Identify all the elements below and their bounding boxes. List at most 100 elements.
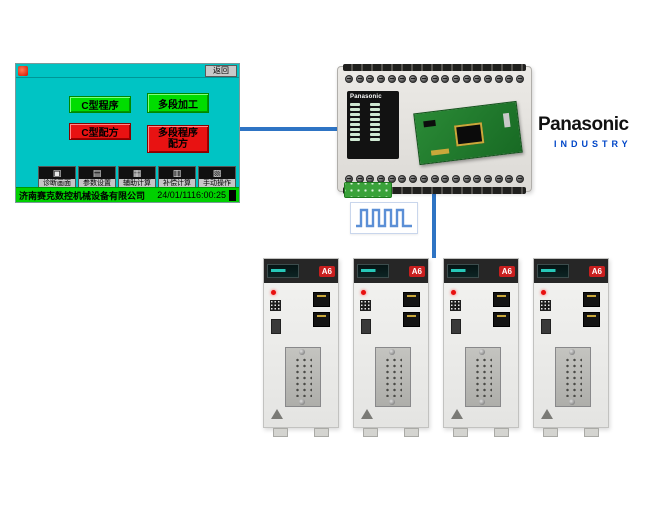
connector-screw <box>389 349 395 355</box>
company-name: 济南赛克数控机械设备有限公司 <box>19 190 146 201</box>
terminal-screw-icon <box>473 175 482 183</box>
indicator-led <box>370 138 380 141</box>
servo-series-badge: A6 <box>498 265 515 277</box>
hmi-to-plc-cable <box>240 127 338 131</box>
servo-qr-code <box>270 300 281 311</box>
servo-header: A6 <box>264 259 338 283</box>
servo-display <box>357 264 389 278</box>
connector-screw <box>299 349 305 355</box>
connector-screw <box>569 349 575 355</box>
diagnostic-screen-button[interactable]: ▣ 诊断画面 <box>38 166 76 190</box>
servo-rack: A6 A6 <box>263 258 615 444</box>
warning-triangle-icon <box>451 409 463 419</box>
terminal-screw-icon <box>473 75 482 83</box>
ethernet-port-icon <box>403 292 420 307</box>
servo-display <box>537 264 569 278</box>
compensation-calc-button[interactable]: ▥ 补偿计算 <box>158 166 196 190</box>
hmi-toolbar: ▣ 诊断画面 ▤ 参数设置 ▦ 辅助计算 ▥ 补偿计算 ▧ 手动操作 <box>38 166 236 190</box>
servo-usb-port <box>271 319 281 334</box>
pcb-component <box>423 119 436 128</box>
plc-terminal-row <box>345 175 524 183</box>
ethernet-port-icon <box>583 292 600 307</box>
terminal-screw-icon <box>494 75 503 83</box>
brand-name: Panasonic <box>538 114 629 135</box>
ethernet-port-icon <box>403 312 420 327</box>
manual-operation-icon: ▧ <box>199 167 235 179</box>
pulse-wave-icon <box>356 208 412 228</box>
terminal-screw-icon <box>516 175 524 183</box>
pcb-component <box>502 112 511 128</box>
servo-display <box>267 264 299 278</box>
terminal-screw-icon <box>398 75 407 83</box>
terminal-screw-icon <box>494 175 503 183</box>
terminal-screw-icon <box>387 75 396 83</box>
hmi-status-bar: 济南赛克数控机械设备有限公司 24/01/1116:00:25 <box>16 187 239 202</box>
brand-division: INDUSTRY <box>554 139 632 149</box>
terminal-screw-icon <box>483 75 492 83</box>
servo-usb-port <box>451 319 461 334</box>
terminal-screw-icon <box>462 175 471 183</box>
servo-mounting-feet <box>264 428 338 437</box>
plc-indicator-grid <box>350 103 384 141</box>
hmi-panel: 返回 C型程序 多段加工 C型配方 多段程序配方 ▣ 诊断画面 ▤ 参数设置 ▦… <box>15 63 240 203</box>
ethernet-port-icon <box>493 312 510 327</box>
mounting-foot <box>404 428 419 437</box>
plc-to-servo-cable <box>432 190 436 258</box>
servo-qr-code <box>540 300 551 311</box>
diagnostic-icon: ▣ <box>39 167 75 179</box>
servo-io-connector <box>465 347 501 407</box>
servo-usb-port <box>361 319 371 334</box>
warning-triangle-icon <box>541 409 553 419</box>
indicator-led <box>370 113 380 116</box>
hmi-titlebar: 返回 <box>16 64 239 78</box>
back-button[interactable]: 返回 <box>205 64 237 77</box>
mounting-foot <box>363 428 378 437</box>
plc-green-connector <box>344 182 392 198</box>
multi-segment-recipe-button[interactable]: 多段程序配方 <box>147 125 209 153</box>
indicator-led <box>370 103 380 106</box>
terminal-screw-icon <box>419 175 428 183</box>
terminal-screw-icon <box>483 175 492 183</box>
compensation-icon: ▥ <box>159 167 195 179</box>
calculator-icon: ▦ <box>119 167 155 179</box>
servo-display <box>447 264 479 278</box>
ethernet-port-icon <box>313 312 330 327</box>
indicator-led <box>350 123 360 126</box>
indicator-led <box>370 108 380 111</box>
terminal-screw-icon <box>451 175 460 183</box>
servo-drive: A6 <box>263 258 339 437</box>
parameter-settings-button[interactable]: ▤ 参数设置 <box>78 166 116 190</box>
servo-mounting-feet <box>534 428 608 437</box>
c-program-button[interactable]: C型程序 <box>69 96 131 113</box>
terminal-screw-icon <box>409 175 418 183</box>
indicator-led <box>350 103 360 106</box>
mounting-foot <box>314 428 329 437</box>
indicator-led <box>350 133 360 136</box>
c-recipe-button[interactable]: C型配方 <box>69 123 131 140</box>
terminal-screw-icon <box>516 75 524 83</box>
terminal-screw-icon <box>430 175 439 183</box>
connector-screw <box>299 399 305 405</box>
servo-series-badge: A6 <box>588 265 605 277</box>
pcb-component <box>430 148 450 156</box>
terminal-screw-icon <box>377 75 386 83</box>
connector-screw <box>569 399 575 405</box>
mounting-foot <box>543 428 558 437</box>
terminal-screw-icon <box>366 75 375 83</box>
ethernet-port-icon <box>313 292 330 307</box>
servo-mounting-feet <box>444 428 518 437</box>
terminal-screw-icon <box>398 175 407 183</box>
terminal-screw-icon <box>505 175 514 183</box>
mounting-foot <box>494 428 509 437</box>
ethernet-port-icon <box>583 312 600 327</box>
ethernet-port-icon <box>493 292 510 307</box>
terminal-screw-icon <box>345 75 353 83</box>
multi-segment-machining-button[interactable]: 多段加工 <box>147 93 209 113</box>
servo-status-led <box>541 290 546 295</box>
connector-pin-grid <box>294 357 312 397</box>
servo-status-led <box>361 290 366 295</box>
indicator-led <box>350 113 360 116</box>
auxiliary-calc-button[interactable]: ▦ 辅助计算 <box>118 166 156 190</box>
status-endcap <box>229 189 236 201</box>
plc-front-panel: Panasonic <box>347 91 399 159</box>
